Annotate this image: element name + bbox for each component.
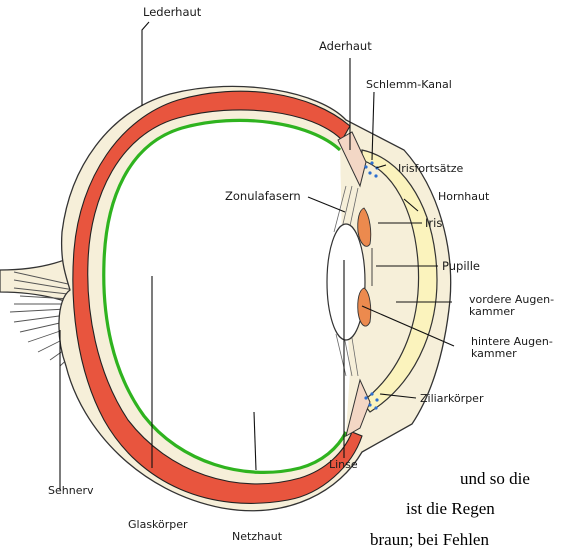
label-linse: Linse [329, 458, 358, 471]
label-aderhaut: Aderhaut [319, 39, 372, 53]
label-ziliarkoerper: Ziliarkörper [420, 392, 484, 405]
body-text-line-3: braun; bei Fehlen [370, 530, 489, 549]
body-text-line-1: und so die [460, 469, 530, 488]
label-sehnerv: Sehnerv [48, 484, 94, 497]
label-schlemm-kanal: Schlemm-Kanal [366, 78, 452, 91]
label-irisfortsaetze: Irisfortsätze [398, 162, 464, 175]
label-netzhaut: Netzhaut [232, 530, 283, 543]
label-glaskoerper: Glaskörper [128, 518, 188, 531]
label-hintere-augenkammer-2: kammer [471, 347, 517, 360]
label-lederhaut: Lederhaut [143, 5, 202, 19]
body-text-line-2: ist die Regen [406, 499, 495, 518]
lens [327, 224, 365, 340]
label-zonulafasern: Zonulafasern [225, 189, 301, 203]
label-vordere-augenkammer-2: kammer [469, 305, 515, 318]
label-iris: Iris [425, 216, 442, 230]
label-hornhaut: Hornhaut [438, 190, 490, 203]
label-pupille: Pupille [442, 259, 480, 273]
